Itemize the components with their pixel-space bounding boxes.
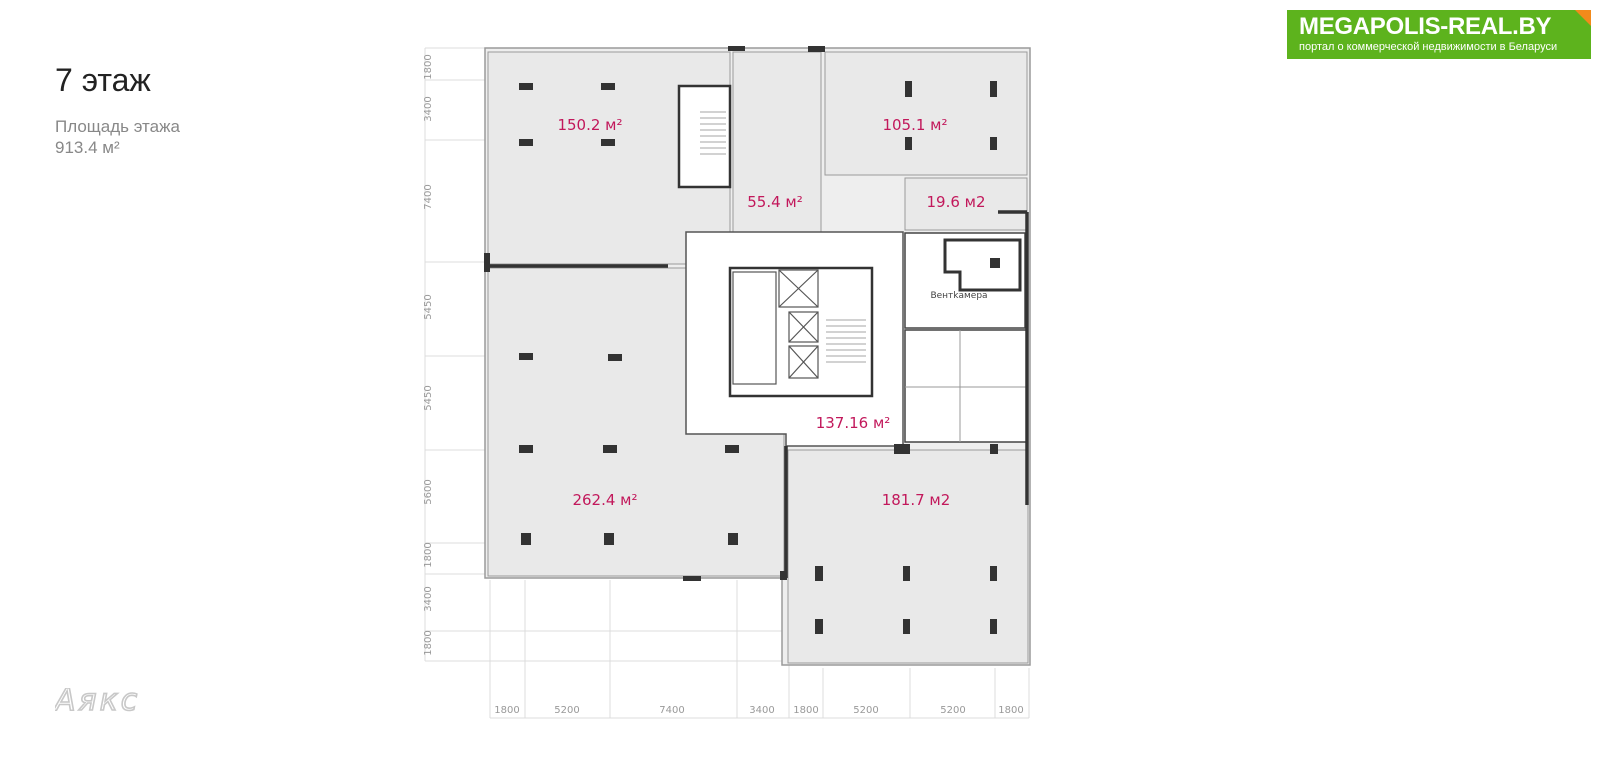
horizontal-dimensions: 1800 5200 7400 3400 1800 5200 5200 1800 — [494, 705, 1023, 716]
columns — [484, 46, 1000, 634]
room-area-262[interactable]: 262.4 м² — [572, 491, 637, 509]
ayaks-logo: Аякс — [55, 688, 140, 714]
elevator-shafts — [732, 269, 819, 385]
room-area-137[interactable]: 137.16 м² — [816, 414, 891, 432]
hdim-8: 1800 — [998, 705, 1023, 716]
hdim-2: 5200 — [554, 705, 579, 716]
vdim-6: 5600 — [423, 479, 434, 504]
vent-chamber-label: Вентkамера — [930, 291, 987, 301]
vertical-dimensions: 1800 3400 7400 5450 5450 5600 1800 3400 … — [423, 54, 434, 655]
hdim-3: 7400 — [659, 705, 684, 716]
floor-title: 7 этаж — [55, 62, 151, 98]
hdim-6: 5200 — [853, 705, 878, 716]
vdim-4: 5450 — [423, 294, 434, 319]
stairs — [700, 111, 866, 363]
hdim-4: 3400 — [749, 705, 774, 716]
room-area-19[interactable]: 19.6 м2 — [926, 193, 985, 211]
room-area-105[interactable]: 105.1 м² — [882, 116, 947, 134]
floor-area-value: 913.4 м² — [55, 138, 120, 157]
vdim-1: 1800 — [423, 54, 434, 79]
banner-title: MEGAPOLIS-REAL.BY — [1299, 13, 1552, 40]
vdim-8: 3400 — [423, 586, 434, 611]
banner-corner-mark — [1575, 10, 1591, 26]
room-area-55[interactable]: 55.4 м² — [747, 193, 803, 211]
hdim-5: 1800 — [793, 705, 818, 716]
wc-partitions — [905, 330, 1027, 442]
logo-text: Аякс — [55, 688, 140, 714]
room-area-150[interactable]: 150.2 м² — [557, 116, 622, 134]
vdim-5: 5450 — [423, 385, 434, 410]
floor-area-label: Площадь этажа — [55, 117, 180, 136]
heavy-walls — [485, 210, 1029, 578]
hdim-7: 5200 — [940, 705, 965, 716]
elevator-core — [677, 84, 874, 398]
room-labels: 150.2 м² 55.4 м² 105.1 м² 19.6 м2 262.4 … — [557, 116, 985, 509]
hdim-1: 1800 — [494, 705, 519, 716]
vdim-7: 1800 — [423, 542, 434, 567]
banner-subtitle: портал о коммерческой недвижимости в Бел… — [1299, 41, 1558, 53]
vdim-9: 1800 — [423, 630, 434, 655]
vdim-2: 3400 — [423, 96, 434, 121]
vdim-3: 7400 — [423, 184, 434, 209]
floor-area: Площадь этажа 913.4 м² — [55, 116, 180, 158]
megapolis-banner[interactable]: MEGAPOLIS-REAL.BY портал о коммерческой … — [1287, 10, 1591, 59]
dimension-grid — [424, 47, 1030, 719]
vent-shaft — [943, 238, 1022, 292]
room-area-181[interactable]: 181.7 м2 — [882, 491, 951, 509]
